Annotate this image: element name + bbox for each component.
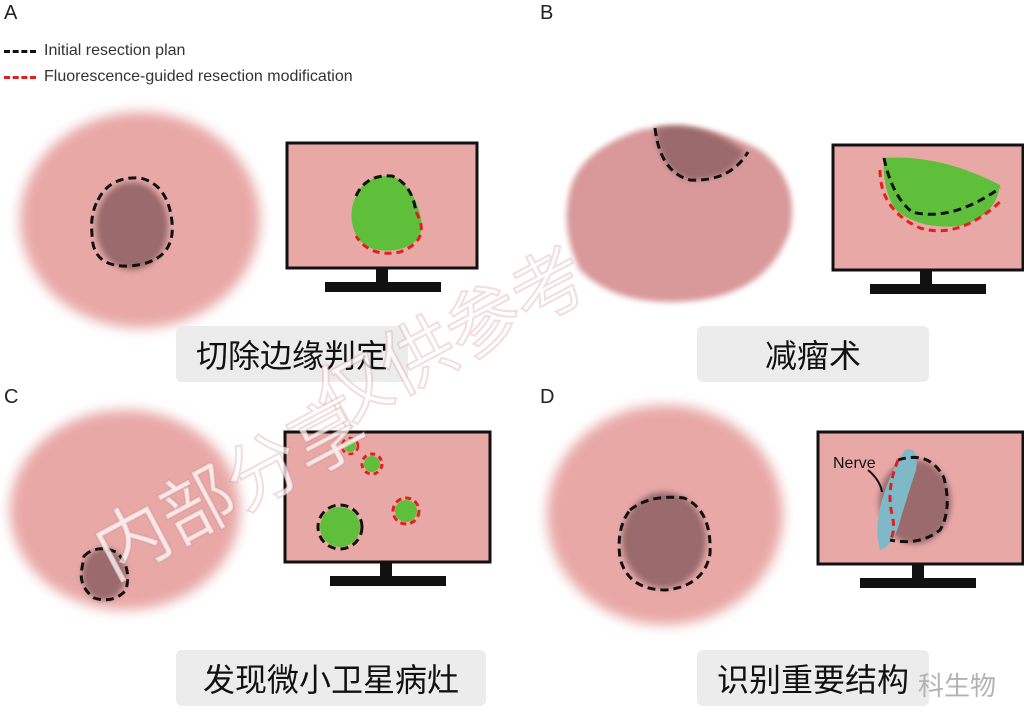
tumor-c (82, 548, 126, 600)
satellite-outline-1 (391, 496, 421, 526)
legend-label-initial-plan: Initial resection plan (44, 42, 186, 59)
nerve-label: Nerve (833, 455, 876, 472)
initial-plan-outline-d (617, 495, 712, 592)
monitor-neck-b (920, 270, 932, 284)
satellite-lesion-1 (395, 500, 417, 522)
panel-d-illustration: Nerve (547, 405, 1024, 625)
satellite-outline-2 (360, 452, 384, 476)
black-dashed-line-icon (4, 49, 36, 53)
corner-watermark: 科生物 (917, 672, 996, 702)
red-dashed-line-icon (4, 75, 36, 79)
tumor-a (96, 182, 168, 270)
initial-plan-outline-a (90, 176, 174, 268)
caption-b: 减瘤术 (697, 326, 929, 382)
nerve-structure (877, 449, 917, 550)
fluorescence-modification-d (888, 459, 900, 541)
legend: Initial resection plan Fluorescence-guid… (4, 38, 353, 90)
panel-letter-d: D (540, 386, 555, 408)
nerve-pointer-line (867, 469, 883, 493)
monitor-neck-d (912, 564, 924, 578)
monitor-neck-c (380, 562, 392, 576)
fluorescence-region-b (883, 157, 1000, 227)
fluorescence-modification-a (354, 211, 423, 255)
fluorescence-modification-b (878, 169, 1004, 233)
initial-plan-on-screen-d (889, 455, 949, 544)
satellite-lesion-2 (364, 456, 380, 472)
monitor-stand-c (330, 576, 446, 586)
panel-letter-c: C (4, 386, 19, 408)
monitor-stand-a (325, 282, 441, 292)
caption-d: 识别重要结构 (697, 650, 929, 706)
panel-a-illustration (20, 112, 479, 328)
caption-c: 发现微小卫星病灶 (176, 650, 486, 706)
initial-plan-on-screen-c (316, 503, 364, 551)
initial-plan-outline-b (653, 127, 750, 182)
satellite-lesion-3 (344, 440, 356, 452)
tumor-d (622, 492, 706, 588)
panel-letter-b: B (540, 2, 554, 24)
initial-plan-outline-c (79, 547, 130, 602)
satellite-outline-3 (340, 436, 360, 456)
monitor-screen-c (283, 430, 492, 564)
panel-b-illustration (566, 125, 1024, 303)
panel-letter-a: A (4, 2, 18, 24)
legend-label-fluorescence: Fluorescence-guided resection modificati… (44, 68, 353, 85)
monitor-stand-b (870, 284, 986, 294)
legend-row-initial-plan: Initial resection plan (4, 38, 353, 64)
monitor-stand-d (860, 578, 976, 588)
legend-row-fluorescence: Fluorescence-guided resection modificati… (4, 64, 353, 90)
panel-c-illustration (10, 410, 492, 610)
fluorescence-region-a (351, 175, 422, 251)
fluorescence-main-lesion-c (320, 507, 360, 547)
tissue-blob-c (10, 410, 240, 610)
tumor-b (655, 125, 745, 180)
monitor-neck-a (376, 268, 388, 282)
initial-plan-on-screen-a (354, 174, 418, 213)
tissue-blob-b (566, 126, 792, 303)
caption-a: 切除边缘判定 (176, 326, 408, 382)
